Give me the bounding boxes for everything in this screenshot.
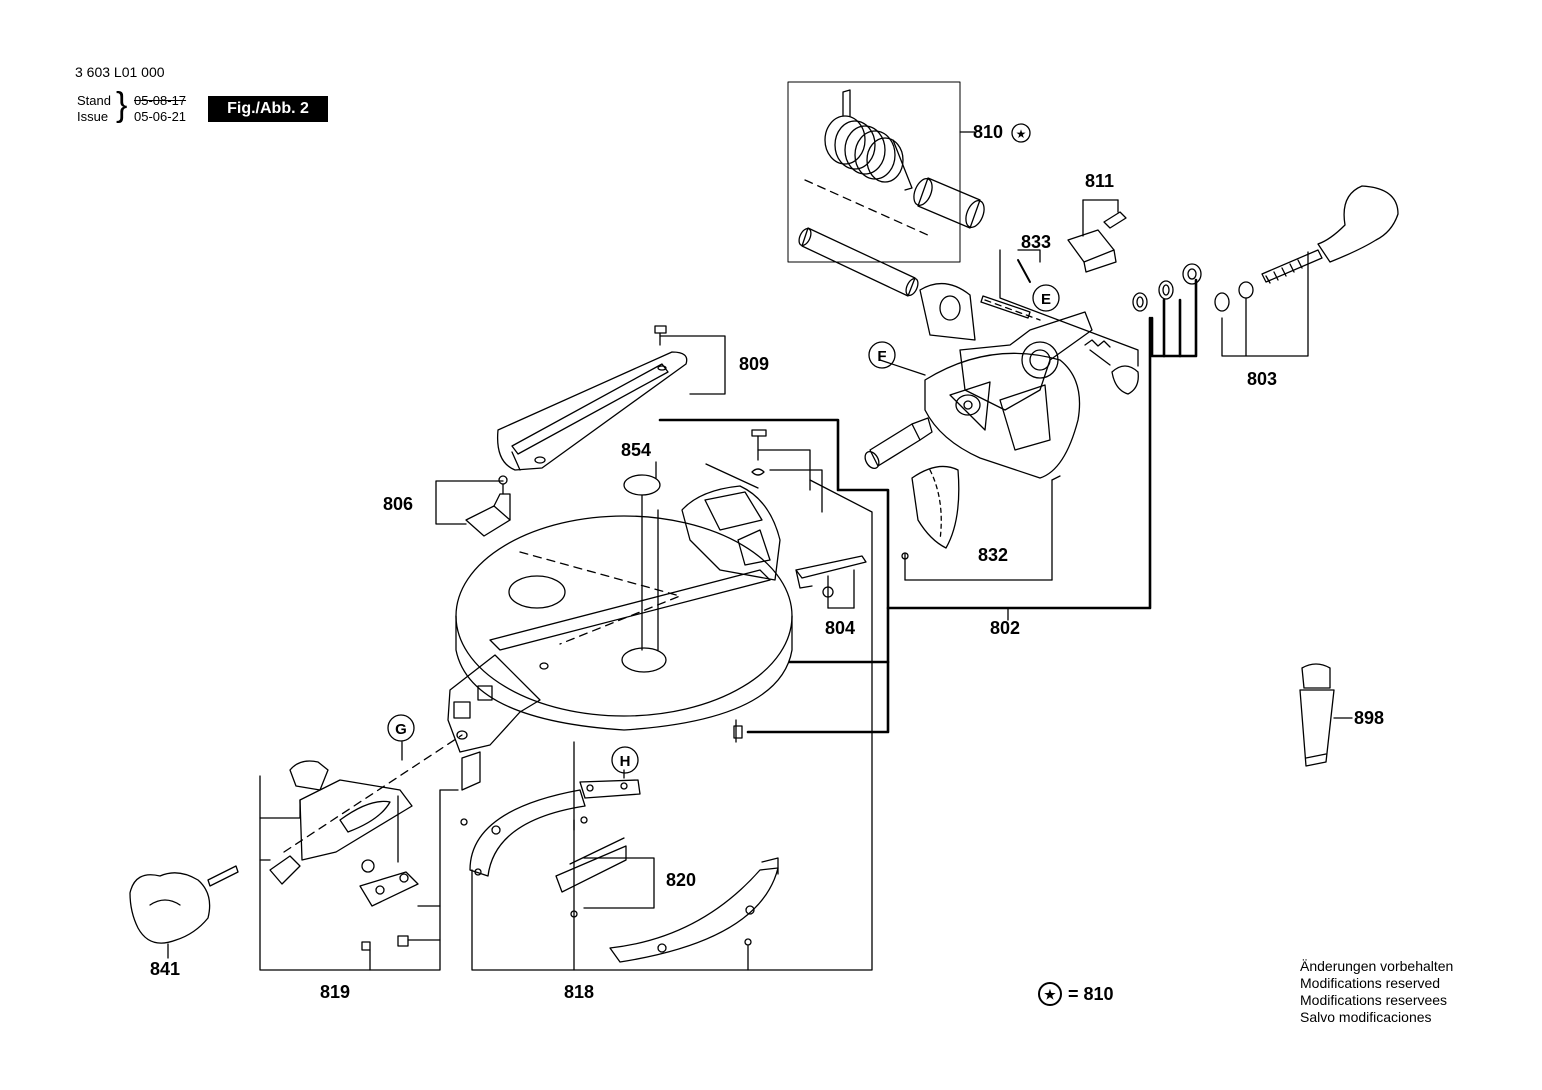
- grease-tube-icon: [1299, 663, 1335, 767]
- part-label-818: 818: [564, 982, 594, 1002]
- document-number: 3 603 L01 000: [75, 64, 165, 80]
- stand-label: Stand: [77, 93, 111, 108]
- callout-e-circle: [1032, 284, 1060, 312]
- angle-bracket-icon: [555, 837, 627, 893]
- callout-f-circle: [868, 341, 896, 369]
- notice-en: Modifications reserved: [1300, 975, 1441, 991]
- bevel-arc-upper-icon: [469, 779, 641, 877]
- part-label-819: 819: [320, 982, 350, 1002]
- clamp-bracket-icon: [1067, 199, 1127, 273]
- axle-rod-icon: [798, 227, 919, 297]
- stand-issue-labels: Stand Issue: [77, 93, 111, 125]
- notice-de: Änderungen vorbehalten: [1300, 958, 1454, 974]
- notice-fr: Modifications reservees: [1300, 992, 1448, 1008]
- part-label-803: 803: [1247, 369, 1277, 389]
- washer-set-icon: [1132, 263, 1254, 312]
- fence-plate-icon: [496, 325, 688, 471]
- notice-es: Salvo modificaciones: [1300, 1009, 1432, 1025]
- figure-tag: Fig./Abb. 2: [208, 96, 328, 122]
- spring-clip-icon: [795, 555, 867, 609]
- part-label-854: 854: [621, 440, 651, 460]
- star-marker-icon: ★: [1016, 127, 1027, 141]
- part-label-811: 811: [1085, 171, 1114, 191]
- part-label-841: 841: [150, 959, 180, 979]
- part-label-806: 806: [383, 494, 413, 514]
- issue-label: Issue: [77, 109, 109, 124]
- tension-handle-icon: [1261, 185, 1399, 284]
- callout-g: G: [395, 721, 407, 738]
- pivot-arm-assembly: [864, 283, 1139, 581]
- callout-g-circle: [387, 714, 415, 742]
- star-marker-circle: [1011, 123, 1031, 143]
- part-label-810: 810: [973, 122, 1003, 142]
- legend-text: = 810: [1068, 983, 1114, 1004]
- fence-clip-icon: [465, 475, 511, 537]
- bevel-arc-lower-icon: [609, 857, 779, 963]
- stand-date: 05-08-17: [134, 93, 187, 108]
- sleeve-icon: [913, 177, 985, 229]
- part-label-820: 820: [666, 870, 696, 890]
- lock-knob-icon: [129, 865, 239, 944]
- torsion-spring-icon: [824, 89, 913, 191]
- part-label-804: 804: [825, 618, 855, 638]
- callout-f: F: [877, 348, 886, 365]
- part-label-832: 832: [978, 545, 1008, 565]
- turntable-base-icon: [447, 474, 793, 753]
- callout-h: H: [620, 753, 631, 770]
- brace-icon: }: [116, 86, 128, 124]
- stand-issue-dates: 05-08-17 05-06-21: [134, 93, 186, 125]
- miter-lock-icon: [269, 751, 481, 951]
- part-label-802: 802: [990, 618, 1020, 638]
- spring-axle-group: [787, 81, 985, 297]
- part-label-898: 898: [1354, 708, 1384, 728]
- star-legend-icon: ★: [1038, 982, 1062, 1006]
- part-label-833: 833: [1021, 232, 1051, 252]
- callout-h-circle: [611, 746, 639, 774]
- part-label-809: 809: [739, 354, 769, 374]
- issue-date: 05-06-21: [134, 109, 187, 124]
- callout-e: E: [1041, 291, 1051, 308]
- modifications-notice: Änderungen vorbehalten Modifications res…: [1300, 958, 1453, 1026]
- legend: ★ = 810: [1038, 982, 1114, 1006]
